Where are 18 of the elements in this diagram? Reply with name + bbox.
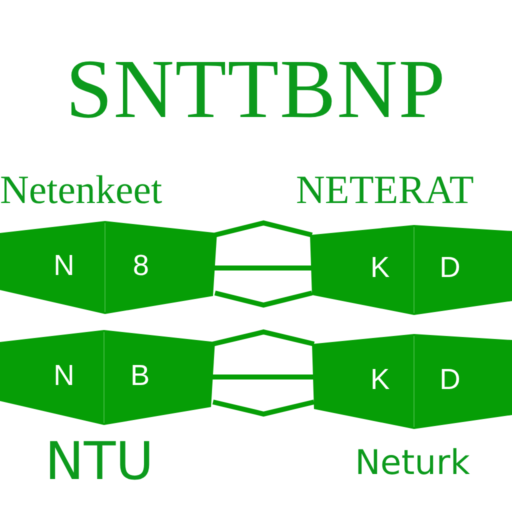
- connector-line: [212, 400, 315, 417]
- connector-line: [214, 290, 313, 308]
- connector-line: [212, 329, 315, 346]
- label-text: NETERAT: [296, 170, 474, 210]
- label-text: Netenkeet: [0, 170, 162, 210]
- block-letter: B: [129, 362, 151, 390]
- title: SNTTBNP: [64, 48, 448, 132]
- label-text: Neturk: [355, 446, 470, 480]
- block-letter: D: [438, 254, 462, 283]
- block-letter: K: [369, 366, 391, 394]
- block-letter: N: [52, 252, 76, 280]
- connector-line: [213, 266, 314, 270]
- block-letter: K: [369, 254, 391, 283]
- block-letter: 8: [132, 252, 150, 280]
- block-letter: N: [52, 362, 76, 390]
- label-text: NTU: [45, 436, 154, 488]
- connector-line: [214, 220, 313, 238]
- block-letter: D: [438, 366, 462, 394]
